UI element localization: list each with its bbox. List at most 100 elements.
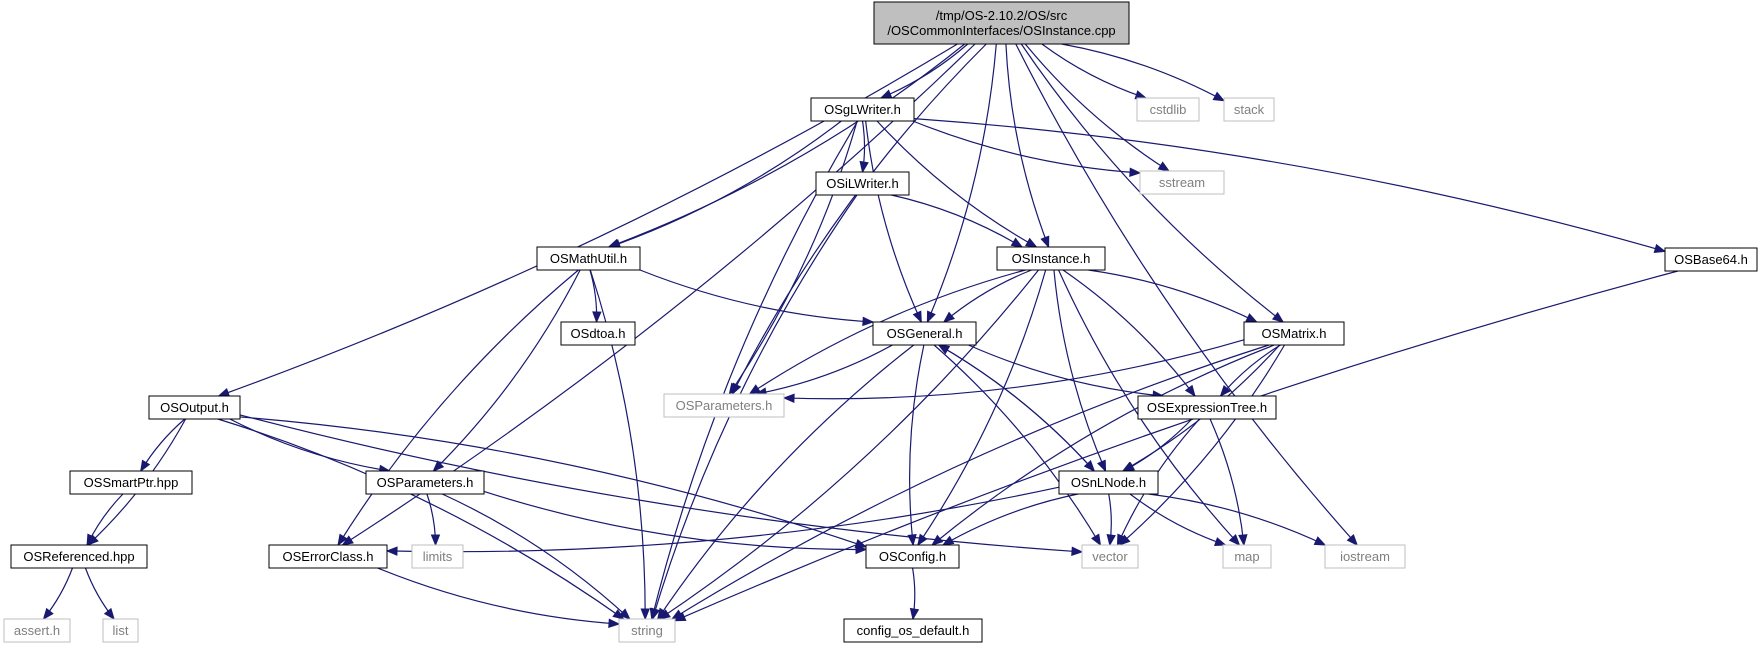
node-osbase64[interactable]: OSBase64.h [1664, 247, 1758, 272]
edge-osnlnode-to-osgeneral [938, 344, 1095, 472]
node-label-vector: vector [1092, 549, 1128, 564]
node-osgeneral[interactable]: OSGeneral.h [872, 321, 977, 346]
node-box-osreferenced [10, 544, 148, 569]
node-root[interactable]: /tmp/OS-2.10.2/OS/src/OSCommonInterfaces… [873, 1, 1130, 45]
edge-root-to-cstdlib [1041, 43, 1147, 99]
node-box-vector [1081, 544, 1139, 569]
edge-osoutput-to-osconfig [239, 416, 867, 548]
arrowhead-root-to-osoutput [217, 387, 231, 397]
node-box-osgeneral [872, 321, 977, 346]
node-osmathutil[interactable]: OSMathUtil.h [536, 246, 641, 271]
node-box-root [873, 1, 1130, 45]
edge-osmathutil-to-osgeneral [639, 269, 874, 323]
edge-osparameters-to-string [442, 493, 631, 620]
node-osinstance[interactable]: OSInstance.h [996, 246, 1106, 271]
node-iostream[interactable]: iostream [1324, 544, 1406, 569]
edge-osinstance-to-osexpressiontree [1062, 269, 1196, 397]
edge-osinstance-to-osmatrix [1088, 269, 1258, 323]
arrowhead-osinstance-to-osexpressiontree [1184, 384, 1196, 398]
arrowhead-osmatrix-to-osexpressiontree [1219, 384, 1231, 398]
node-box-osparameters_sys [663, 393, 785, 418]
node-label-list: list [113, 623, 129, 638]
edge-osglwriter-to-osbase64 [913, 118, 1666, 252]
node-asserth[interactable]: assert.h [3, 618, 71, 643]
node-label-osinstance: OSInstance.h [1012, 251, 1091, 266]
node-osreferenced[interactable]: OSReferenced.hpp [10, 544, 148, 569]
node-osconfig[interactable]: OSConfig.h [865, 544, 960, 569]
arrowhead-osglwriter-to-osparameters_sys [728, 382, 740, 396]
node-box-osdtoa [560, 321, 636, 346]
node-box-osmathutil [536, 246, 641, 271]
node-osmatrix[interactable]: OSMatrix.h [1243, 321, 1345, 346]
edge-osnlnode-to-map [1129, 493, 1226, 546]
node-box-osilwriter [815, 171, 910, 196]
node-label-map: map [1234, 549, 1259, 564]
node-cstdlib[interactable]: cstdlib [1136, 97, 1200, 122]
node-map[interactable]: map [1222, 544, 1272, 569]
node-label-osbase64: OSBase64.h [1674, 252, 1748, 267]
edge-osinstance-to-osnlnode [1053, 269, 1107, 472]
edge-osinstance-to-osconfig [917, 269, 1047, 546]
edge-osglwriter-to-osgeneral [865, 120, 922, 323]
node-configosdefault[interactable]: config_os_default.h [843, 618, 983, 643]
node-box-map [1222, 544, 1272, 569]
arrowhead-root-to-stack [1212, 91, 1226, 102]
node-osexpressiontree[interactable]: OSExpressionTree.h [1137, 395, 1277, 420]
node-osnlnode[interactable]: OSnLNode.h [1058, 470, 1159, 495]
node-osglwriter[interactable]: OSgLWriter.h [810, 97, 915, 122]
arrowhead-osinstance-to-osgeneral [942, 311, 955, 323]
arrowhead-osreferenced-to-list [103, 607, 115, 621]
node-osparameters[interactable]: OSParameters.h [365, 470, 485, 495]
arrowhead-root-to-osmatrix [1271, 311, 1285, 323]
arrowhead-osoutput-to-vector [1071, 546, 1084, 556]
node-box-string [618, 618, 676, 643]
node-label-osconfig: OSConfig.h [879, 549, 946, 564]
edge-osmatrix-to-osconfig [931, 344, 1275, 546]
node-label-configosdefault: config_os_default.h [857, 623, 970, 638]
arrowhead-osglwriter-to-osbase64 [1653, 243, 1667, 254]
node-label-osparameters_sys: OSParameters.h [676, 398, 773, 413]
edge-osmathutil-to-osparameters [432, 269, 581, 472]
node-label-osnlnode: OSnLNode.h [1071, 475, 1146, 490]
arrowhead-osparameters-to-limits [430, 534, 441, 547]
node-sstream[interactable]: sstream [1139, 170, 1225, 195]
arrowhead-osnlnode-to-iostream [1313, 536, 1327, 546]
edge-osgeneral-to-osparameters_sys [755, 344, 893, 395]
node-oserrorclass[interactable]: OSErrorClass.h [268, 544, 388, 569]
edge-root-to-stack [1061, 43, 1225, 102]
edge-osexpressiontree-to-osnlnode [1123, 418, 1193, 472]
edge-osmatrix-to-string [671, 344, 1270, 620]
edge-osmatrix-to-osparameters_sys [783, 339, 1245, 400]
node-label-osmathutil: OSMathUtil.h [550, 251, 627, 266]
arrowhead-osgeneral-to-vector [1091, 533, 1102, 547]
node-list[interactable]: list [102, 618, 139, 643]
node-box-list [102, 618, 139, 643]
node-box-cstdlib [1136, 97, 1200, 122]
node-box-osconfig [865, 544, 960, 569]
edge-root-to-iostream [1015, 43, 1358, 546]
edge-root-to-osinstance [1005, 43, 1050, 248]
edge-root-to-sstream [1024, 43, 1170, 172]
arrowhead-osglwriter-to-osinstance [1024, 237, 1038, 248]
node-stack[interactable]: stack [1223, 97, 1275, 122]
node-ossmartptr[interactable]: OSSmartPtr.hpp [69, 470, 193, 495]
node-limits[interactable]: limits [411, 544, 464, 569]
node-osilwriter[interactable]: OSiLWriter.h [815, 171, 910, 196]
arrowhead-osgeneral-to-string [656, 607, 668, 621]
node-osparameters_sys[interactable]: OSParameters.h [663, 393, 785, 418]
node-box-stack [1223, 97, 1275, 122]
edge-root-to-osgeneral [926, 43, 997, 323]
arrowhead-osparameters-to-string [618, 608, 631, 620]
node-string[interactable]: string [618, 618, 676, 643]
node-osdtoa[interactable]: OSdtoa.h [560, 321, 636, 346]
arrowhead-root-to-osgeneral [926, 310, 936, 324]
arrowhead-osinstance-to-osparameters_sys [748, 384, 761, 395]
node-osoutput[interactable]: OSOutput.h [148, 395, 241, 420]
arrowhead-root-to-osinstance [1040, 235, 1050, 249]
node-label-osdtoa: OSdtoa.h [571, 326, 626, 341]
edge-osinstance-to-osparameters_sys [749, 269, 1026, 395]
node-box-configosdefault [843, 618, 983, 643]
node-label-osgeneral: OSGeneral.h [887, 326, 963, 341]
node-vector[interactable]: vector [1081, 544, 1139, 569]
